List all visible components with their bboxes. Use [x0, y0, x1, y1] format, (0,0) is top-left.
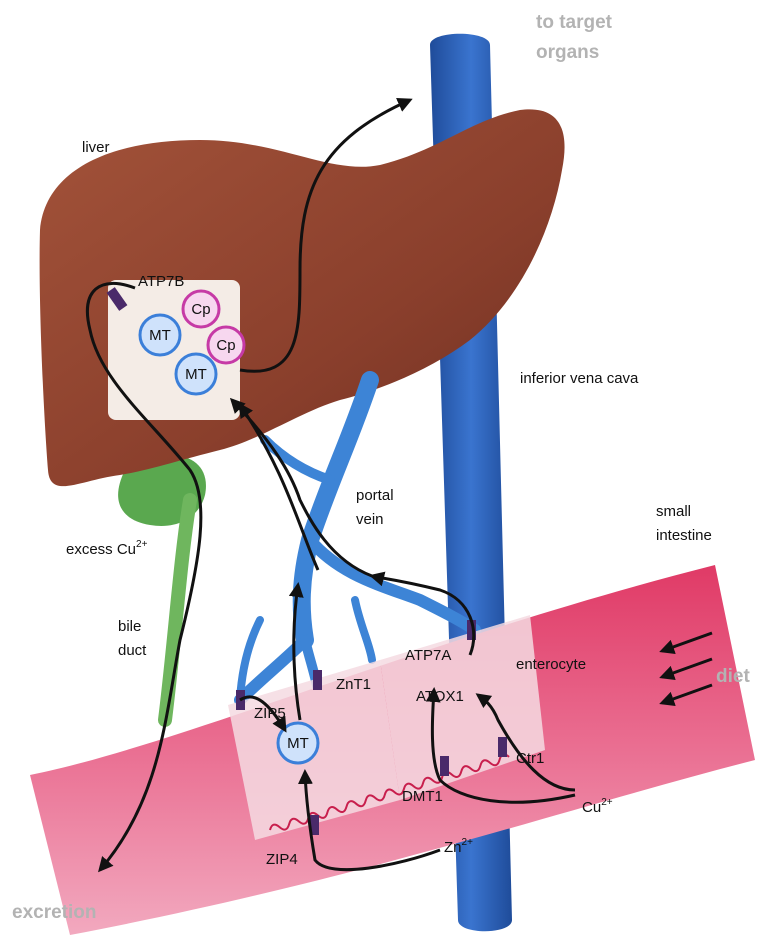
mt-label: MT [149, 327, 171, 344]
znt1-transporter [313, 670, 322, 690]
organs-label: organs [536, 42, 599, 63]
atp7b-label: ATP7B [138, 273, 184, 290]
duct-label: duct [118, 642, 147, 659]
diet-label: diet [716, 666, 750, 687]
zip5-label: ZIP5 [254, 705, 286, 722]
vein-label: vein [356, 511, 384, 528]
excess-cu-label: excess Cu2+ [66, 539, 148, 558]
cp-label: Cp [216, 337, 235, 354]
atp7a-label: ATP7A [405, 647, 451, 664]
ctr1-transporter [498, 737, 507, 757]
portal-label: portal [356, 487, 394, 504]
to-target-label: to target [536, 12, 613, 33]
atox1-label: ATOX1 [416, 688, 464, 705]
cp-liver-2: Cp [208, 327, 244, 363]
liver-label: liver [82, 139, 110, 156]
zip4-label: ZIP4 [266, 851, 298, 868]
ivc-label: inferior vena cava [520, 370, 639, 387]
cp-liver-1: Cp [183, 291, 219, 327]
cu-label: Cu2+ [582, 797, 613, 816]
intestine-label: intestine [656, 527, 712, 544]
dmt1-label: DMT1 [402, 788, 443, 805]
ctr1-label: Ctr1 [516, 750, 544, 767]
mt-liver-1: MT [140, 315, 180, 355]
mt-label: MT [287, 735, 309, 752]
dmt1-transporter [440, 756, 449, 776]
excretion-label: excretion [12, 902, 96, 923]
bile-label: bile [118, 618, 141, 635]
znt1-label: ZnT1 [336, 676, 371, 693]
mt-liver-2: MT [176, 354, 216, 394]
small-label: small [656, 503, 691, 520]
mt-label: MT [185, 366, 207, 383]
cp-label: Cp [191, 301, 210, 318]
enterocyte-label: enterocyte [516, 656, 586, 673]
